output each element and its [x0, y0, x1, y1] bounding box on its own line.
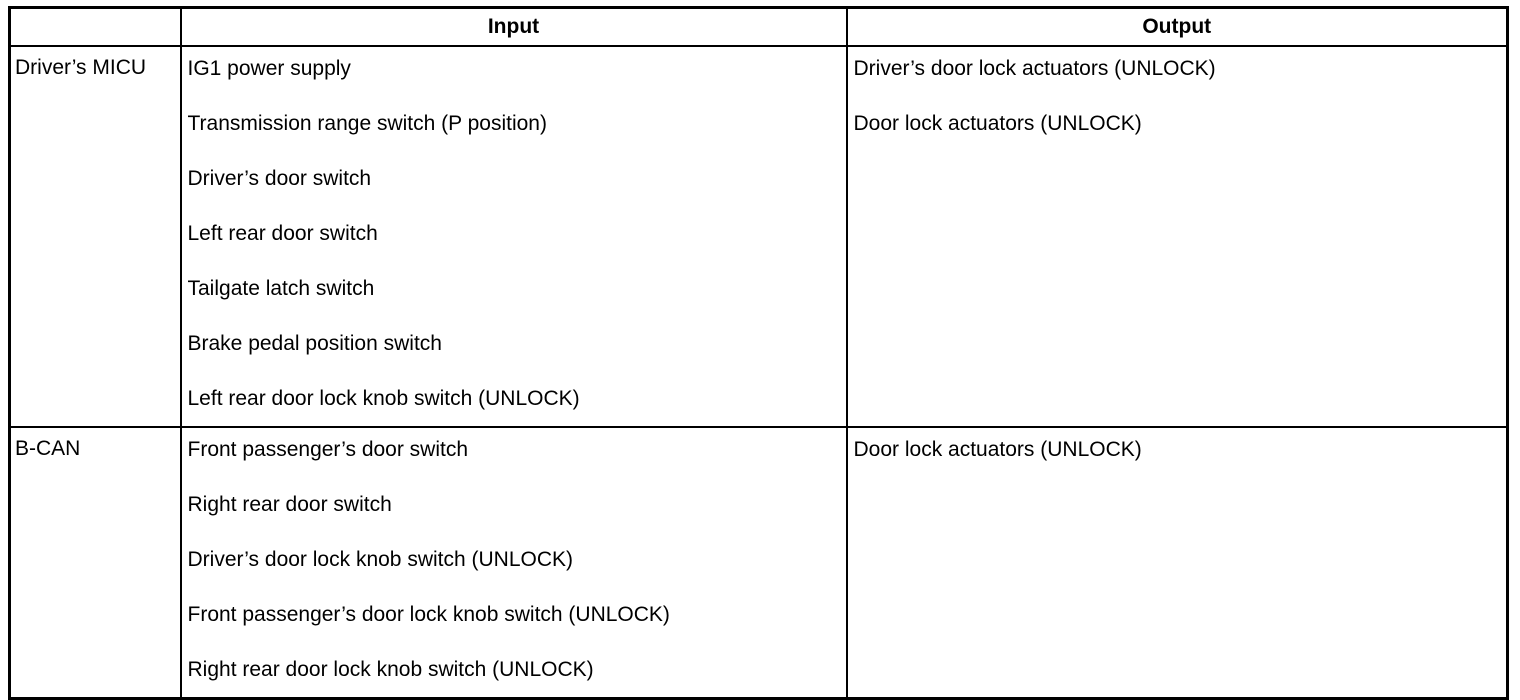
list-item: Brake pedal position switch — [187, 332, 442, 355]
output-list: Driver’s door lock actuators (UNLOCK) Do… — [854, 56, 1501, 141]
page-canvas: Input Output Driver’s MICU IG1 power sup… — [8, 6, 1509, 700]
input-list-cell: IG1 power supply Transmission range swit… — [179, 45, 848, 428]
table-body: Driver’s MICU IG1 power supply Transmiss… — [8, 45, 1509, 700]
table-row: B-CAN Front passenger’s door switch Righ… — [8, 426, 1509, 700]
column-header-output: Output — [845, 6, 1509, 47]
source-label-cell: B-CAN — [8, 426, 182, 700]
list-item: Front passenger’s door switch — [187, 438, 469, 461]
column-header-source — [8, 6, 182, 47]
list-item: IG1 power supply — [187, 57, 351, 80]
input-output-table: Input Output Driver’s MICU IG1 power sup… — [8, 6, 1509, 700]
input-list: Front passenger’s door switch Right rear… — [188, 437, 840, 687]
list-item: Left rear door switch — [187, 222, 378, 245]
list-item: Driver’s door lock actuators (UNLOCK) — [853, 57, 1216, 80]
list-item: Driver’s door switch — [187, 167, 372, 190]
list-item: Left rear door lock knob switch (UNLOCK) — [187, 387, 580, 410]
list-item: Door lock actuators (UNLOCK) — [853, 112, 1142, 135]
input-list: IG1 power supply Transmission range swit… — [188, 56, 840, 416]
list-item: Right rear door lock knob switch (UNLOCK… — [187, 658, 594, 681]
output-list: Door lock actuators (UNLOCK) — [854, 437, 1501, 467]
table-header: Input Output — [8, 6, 1509, 47]
header-row: Input Output — [8, 6, 1509, 47]
list-item: Right rear door switch — [187, 493, 392, 516]
output-list-cell: Door lock actuators (UNLOCK) — [845, 426, 1509, 700]
list-item: Transmission range switch (P position) — [187, 112, 547, 135]
column-header-input: Input — [179, 6, 848, 47]
list-item: Door lock actuators (UNLOCK) — [853, 438, 1142, 461]
input-list-cell: Front passenger’s door switch Right rear… — [179, 426, 848, 700]
source-label-cell: Driver’s MICU — [8, 45, 182, 428]
list-item: Front passenger’s door lock knob switch … — [187, 603, 670, 626]
list-item: Driver’s door lock knob switch (UNLOCK) — [187, 548, 574, 571]
list-item: Tailgate latch switch — [187, 277, 375, 300]
output-list-cell: Driver’s door lock actuators (UNLOCK) Do… — [845, 45, 1509, 428]
table-row: Driver’s MICU IG1 power supply Transmiss… — [8, 45, 1509, 428]
